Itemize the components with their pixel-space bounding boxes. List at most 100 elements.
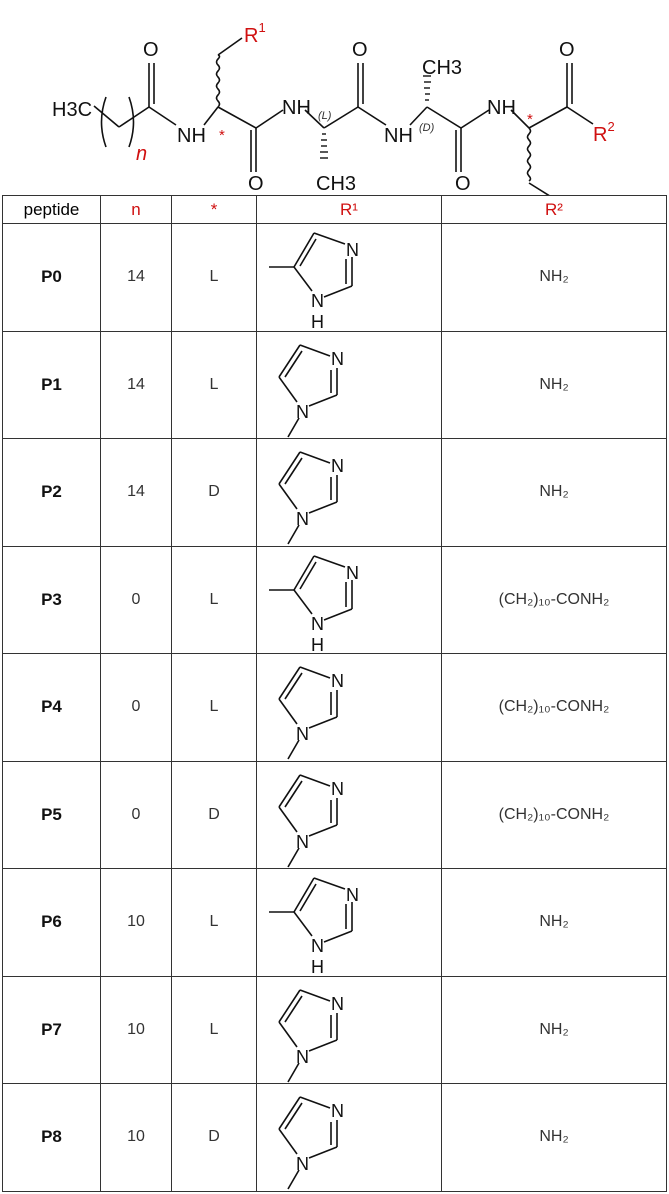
svg-text:N: N (331, 779, 344, 799)
table-row: P7 10 L N N NH₂ (2, 975, 667, 1084)
methyl-label: CH3 (422, 57, 462, 79)
table-row: P1 14 L N N NH₂ (2, 330, 667, 439)
table-row: P3 0 L N N H (CH₂)₁₀-CONH₂ (2, 545, 667, 654)
svg-text:H: H (311, 635, 324, 653)
r1-structure-cell: N N (256, 330, 442, 439)
r1-label: R1 (553, 194, 575, 195)
svg-text:N: N (296, 832, 309, 852)
nh-label: NH (282, 97, 311, 119)
r2-cell: (CH₂)₁₀-CONH₂ (441, 760, 667, 869)
svg-text:H: H (311, 312, 324, 330)
r1-structure-cell: N N (256, 975, 442, 1084)
nh-label: NH (487, 97, 516, 119)
r1-structure-cell: N N H (256, 868, 442, 977)
r2-cell: (CH₂)₁₀-CONH₂ (441, 653, 667, 762)
r1-structure-cell: N N (256, 653, 442, 762)
imidazol-4-yl-structure: N N H (269, 554, 359, 653)
table-header-row: peptide n * R¹ R² (2, 195, 667, 224)
header-peptide: peptide (2, 195, 101, 224)
imidazol-1-yl-structure: N N (278, 988, 344, 1083)
stereo-config-cell: L (171, 653, 257, 762)
peptide-cell: P8 (2, 1083, 101, 1192)
stereocenter-star: * (527, 111, 533, 128)
oxygen-label: O (143, 39, 159, 61)
r1-structure-cell: N N (256, 760, 442, 869)
peptide-cell: P2 (2, 438, 101, 547)
stereo-config-cell: L (171, 545, 257, 654)
h3c-label: H3C (52, 99, 92, 121)
svg-text:N: N (296, 1047, 309, 1067)
peptide-cell: P4 (2, 653, 101, 762)
r2-cell: NH₂ (441, 868, 667, 977)
table-row: P5 0 D N N (CH₂)₁₀-CONH₂ (2, 760, 667, 869)
peptide-cell: P7 (2, 975, 101, 1084)
table-row: P4 0 L N N (CH₂)₁₀-CONH₂ (2, 653, 667, 762)
table-row: P0 14 L N N H NH₂ (2, 223, 667, 332)
svg-text:N: N (296, 724, 309, 744)
svg-text:N: N (296, 402, 309, 422)
svg-text:N: N (346, 885, 359, 905)
stereo-config-cell: L (171, 330, 257, 439)
imidazol-1-yl-structure: N N (278, 451, 344, 545)
n-cell: 0 (100, 545, 172, 654)
imidazol-4-yl-structure: N N H (269, 232, 359, 330)
n-cell: 10 (100, 1083, 172, 1192)
header-stereo: * (171, 195, 257, 224)
imidazol-1-yl-structure: N N (278, 343, 344, 438)
peptide-cell: P6 (2, 868, 101, 977)
header-r2: R² (441, 195, 667, 224)
peptide-cell: P0 (2, 223, 101, 332)
svg-text:N: N (331, 671, 344, 691)
peptide-cell: P1 (2, 330, 101, 439)
svg-text:N: N (331, 1101, 344, 1121)
imidazol-4-yl-structure: N N H (269, 877, 359, 975)
oxygen-label: O (559, 39, 575, 61)
r2-cell: NH₂ (441, 438, 667, 547)
d-config-label: (D) (419, 122, 435, 134)
svg-text:N: N (331, 994, 344, 1014)
r1-label: R1 (244, 20, 266, 47)
n-cell: 0 (100, 760, 172, 869)
table-row: P6 10 L N N H NH₂ (2, 868, 667, 977)
svg-text:N: N (346, 240, 359, 260)
imidazol-1-yl-structure: N N (278, 1096, 344, 1190)
r1-structure-cell: N N (256, 438, 442, 547)
svg-text:N: N (296, 509, 309, 529)
table-row: P8 10 D N N NH₂ (2, 1083, 667, 1192)
peptide-cell: P3 (2, 545, 101, 654)
n-cell: 14 (100, 223, 172, 332)
stereo-config-cell: L (171, 975, 257, 1084)
svg-text:N: N (311, 614, 324, 634)
l-config-label: (L) (318, 110, 332, 122)
oxygen-label: O (352, 39, 368, 61)
header-n: n (100, 195, 172, 224)
stereo-config-cell: L (171, 223, 257, 332)
n-label: n (136, 143, 147, 165)
stereo-config-cell: D (171, 1083, 257, 1192)
stereo-config-cell: L (171, 868, 257, 977)
n-cell: 10 (100, 868, 172, 977)
svg-text:N: N (331, 349, 344, 369)
r1-structure-cell: N N H (256, 545, 442, 654)
r1-structure-cell: N N H (256, 223, 442, 332)
header-r1: R¹ (256, 195, 442, 224)
r2-cell: NH₂ (441, 1083, 667, 1192)
r1-structure-cell: N N (256, 1083, 442, 1192)
n-cell: 14 (100, 438, 172, 547)
peptide-table: peptide n * R¹ R² P0 14 L N N H NH₂ P1 1… (2, 195, 667, 1192)
r2-cell: NH₂ (441, 223, 667, 332)
peptide-general-structure: H3C O NH O NH CH3 O NH CH3 O NH O (L) (D… (52, 20, 615, 195)
oxygen-label: O (455, 173, 471, 195)
svg-text:N: N (296, 1154, 309, 1174)
table-row: P2 14 D N N NH₂ (2, 438, 667, 547)
svg-text:N: N (346, 563, 359, 583)
svg-text:N: N (311, 936, 324, 956)
r2-cell: NH₂ (441, 975, 667, 1084)
n-cell: 14 (100, 330, 172, 439)
stereocenter-star: * (219, 127, 225, 144)
peptide-cell: P5 (2, 760, 101, 869)
stereo-config-cell: D (171, 438, 257, 547)
structure-bonds (93, 37, 594, 195)
svg-text:H: H (311, 957, 324, 975)
oxygen-label: O (248, 173, 264, 195)
